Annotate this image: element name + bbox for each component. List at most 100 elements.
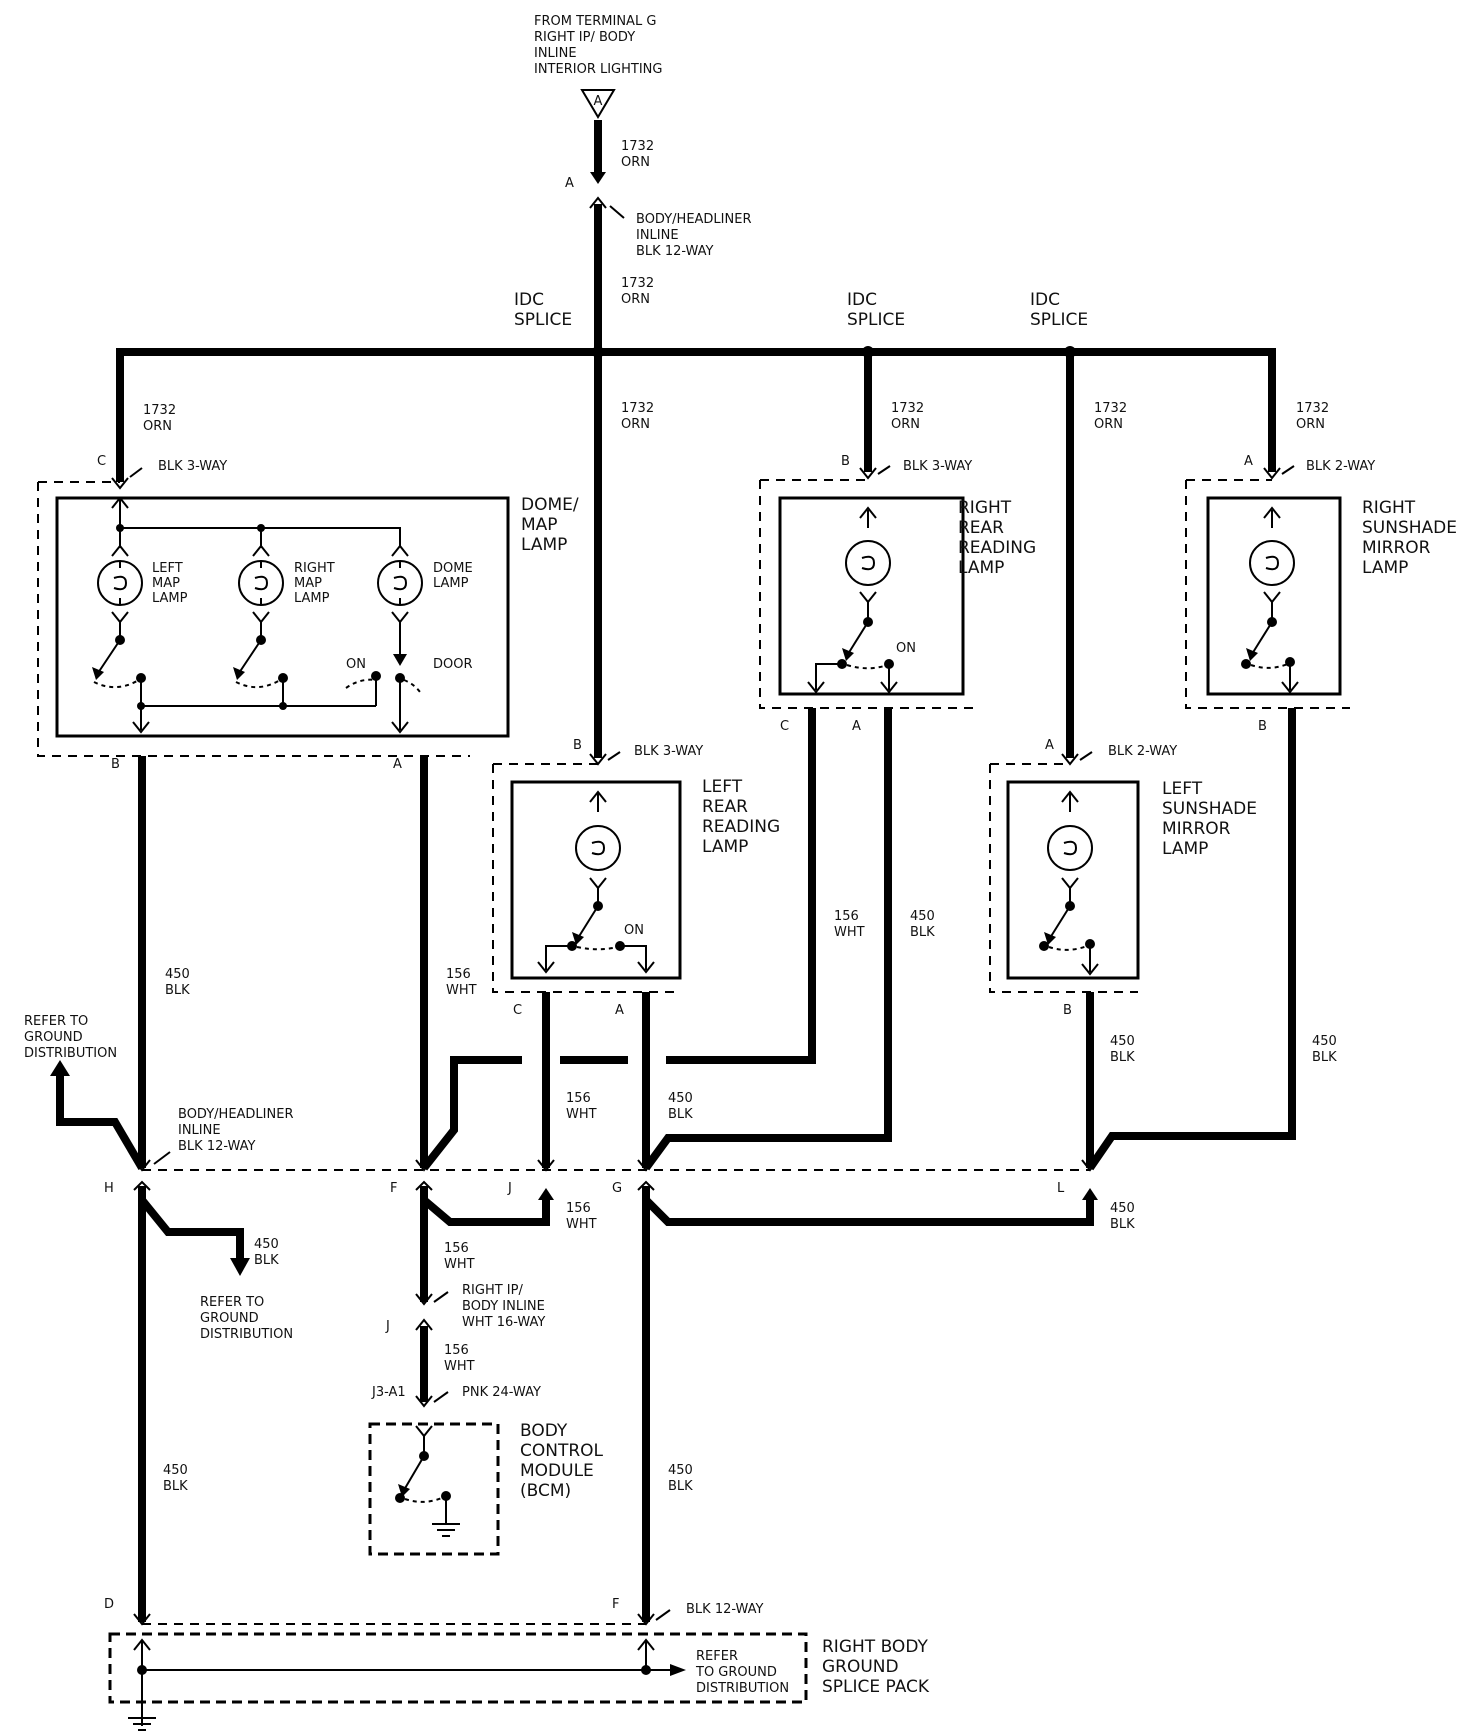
- svg-text:DISTRIBUTION: DISTRIBUTION: [24, 1046, 117, 1061]
- wire-450-l-branch: [643, 1194, 1094, 1226]
- pin-label: A: [565, 176, 574, 191]
- svg-text:LAMP: LAMP: [433, 576, 469, 591]
- svg-text:FROM TERMINAL G: FROM TERMINAL G: [534, 14, 656, 29]
- svg-text:BODY INLINE: BODY INLINE: [462, 1299, 545, 1314]
- connector-female-icon: [415, 1318, 433, 1331]
- svg-text:RIGHT: RIGHT: [1362, 498, 1416, 518]
- wire-label: WHT: [444, 1359, 475, 1374]
- left-sunshade-mirror-lamp: A BLK 2-WAY LEFT SUNSHADE MIRROR LAMP: [989, 738, 1257, 993]
- svg-text:DOME/: DOME/: [521, 495, 579, 515]
- wire-156-right-rear-c: [666, 708, 816, 1064]
- pin-label: J: [507, 1181, 512, 1196]
- pin-label: G: [612, 1181, 622, 1196]
- svg-text:BLK 3-WAY: BLK 3-WAY: [634, 744, 703, 759]
- svg-text:A: A: [594, 94, 603, 109]
- svg-text:INLINE: INLINE: [636, 228, 679, 243]
- svg-text:LAMP: LAMP: [958, 558, 1004, 578]
- svg-text:GROUND: GROUND: [200, 1311, 259, 1326]
- source-label: FROM TERMINAL G RIGHT IP/ BODY INLINE IN…: [534, 14, 662, 77]
- svg-text:DISTRIBUTION: DISTRIBUTION: [696, 1681, 789, 1696]
- connector-label-pnk24: PNK 24-WAY: [433, 1385, 541, 1403]
- pin-label: B: [1258, 719, 1267, 734]
- wire-450-ground-down: [138, 1197, 244, 1262]
- wire-label: BLK: [1312, 1050, 1337, 1065]
- pin-label: J3-A1: [371, 1385, 406, 1400]
- svg-text:LAMP: LAMP: [294, 591, 330, 606]
- connector-label-blk12: BLK 12-WAY: [655, 1602, 764, 1621]
- svg-text:TO GROUND: TO GROUND: [695, 1665, 777, 1680]
- right-sunshade-mirror-lamp: A BLK 2-WAY RIGHT SUNSHADE MIRROR LAMP: [1185, 454, 1457, 709]
- wire-450-right-rear-a: [642, 708, 892, 1171]
- svg-text:ON: ON: [346, 657, 366, 672]
- svg-text:BODY/HEADLINER: BODY/HEADLINER: [636, 212, 751, 227]
- wire-label: ORN: [621, 292, 650, 307]
- wire-label: 450: [668, 1463, 693, 1478]
- svg-text:SUNSHADE: SUNSHADE: [1162, 799, 1257, 819]
- svg-text:MODULE: MODULE: [520, 1461, 594, 1481]
- svg-text:RIGHT BODY: RIGHT BODY: [822, 1637, 928, 1657]
- svg-text:RIGHT IP/: RIGHT IP/: [462, 1283, 523, 1298]
- connector-female-icon: [589, 196, 607, 209]
- svg-text:REFER TO: REFER TO: [200, 1295, 264, 1310]
- arrow-up-icon: [538, 1188, 554, 1200]
- wire-label: 1732: [621, 139, 654, 154]
- svg-text:GROUND: GROUND: [24, 1030, 83, 1045]
- svg-text:LAMP: LAMP: [1362, 558, 1408, 578]
- svg-text:A: A: [1244, 454, 1253, 469]
- svg-text:SPLICE PACK: SPLICE PACK: [822, 1677, 930, 1697]
- svg-text:READING: READING: [702, 817, 780, 837]
- svg-text:BLK 2-WAY: BLK 2-WAY: [1306, 459, 1375, 474]
- source-connector-triangle: A: [580, 89, 616, 119]
- svg-text:SPLICE: SPLICE: [514, 310, 572, 330]
- svg-text:INLINE: INLINE: [534, 46, 577, 61]
- wire-label: BLK: [165, 983, 190, 998]
- svg-text:CONTROL: CONTROL: [520, 1441, 604, 1461]
- svg-text:INLINE: INLINE: [178, 1123, 221, 1138]
- wire-156-j-branch: [421, 1194, 550, 1226]
- svg-text:IDC: IDC: [847, 290, 877, 310]
- wire-label: BLK: [1110, 1050, 1135, 1065]
- svg-text:READING: READING: [958, 538, 1036, 558]
- pin-label: H: [104, 1181, 114, 1196]
- svg-text:MAP: MAP: [521, 515, 558, 535]
- wire-label: ORN: [1094, 417, 1123, 432]
- svg-text:LAMP: LAMP: [702, 837, 748, 857]
- svg-text:BLK 12-WAY: BLK 12-WAY: [686, 1602, 764, 1617]
- pin-label: A: [393, 757, 402, 772]
- pin-label: A: [852, 719, 861, 734]
- svg-text:BODY: BODY: [520, 1421, 568, 1441]
- svg-text:REFER: REFER: [696, 1649, 738, 1664]
- svg-text:GROUND: GROUND: [822, 1657, 899, 1677]
- wire-156-cross: [420, 1056, 522, 1171]
- svg-text:BLK 3-WAY: BLK 3-WAY: [158, 459, 227, 474]
- wire-label: WHT: [566, 1217, 597, 1232]
- svg-text:B: B: [841, 454, 850, 469]
- svg-text:DISTRIBUTION: DISTRIBUTION: [200, 1327, 293, 1342]
- pin-label: B: [1063, 1003, 1072, 1018]
- wire-450-ground-up: [56, 1070, 146, 1171]
- connector-label-right-ip: RIGHT IP/ BODY INLINE WHT 16-WAY: [433, 1283, 545, 1330]
- wire-label: 450: [165, 967, 190, 982]
- wire-label: 450: [1110, 1034, 1135, 1049]
- wire-label: BLK: [668, 1107, 693, 1122]
- pin-label: A: [615, 1003, 624, 1018]
- dome-map-lamp-assembly: C BLK 3-WAY DOME/ MAP LAMP LEFT MAP LAMP: [37, 454, 579, 757]
- connector-label-body-headliner-mid: BODY/HEADLINER INLINE BLK 12-WAY: [153, 1107, 293, 1165]
- svg-text:PNK 24-WAY: PNK 24-WAY: [462, 1385, 541, 1400]
- idc-splice-label-2: IDC SPLICE: [847, 290, 905, 330]
- pin-label: J: [385, 1319, 390, 1334]
- pin-label: D: [104, 1597, 114, 1612]
- svg-text:BLK 12-WAY: BLK 12-WAY: [178, 1139, 256, 1154]
- wire-label: WHT: [834, 925, 865, 940]
- svg-text:LEFT: LEFT: [702, 777, 743, 797]
- wire-label: 1732: [621, 276, 654, 291]
- arrow-down-icon: [230, 1258, 250, 1276]
- pin-label: F: [390, 1181, 397, 1196]
- wire-label: 1732: [1094, 401, 1127, 416]
- wire-label: 156: [444, 1241, 469, 1256]
- arrow-right-icon: [670, 1664, 686, 1676]
- svg-text:REAR: REAR: [702, 797, 748, 817]
- pin-label: F: [612, 1597, 619, 1612]
- svg-text:LAMP: LAMP: [152, 591, 188, 606]
- wire-label: 1732: [1296, 401, 1329, 416]
